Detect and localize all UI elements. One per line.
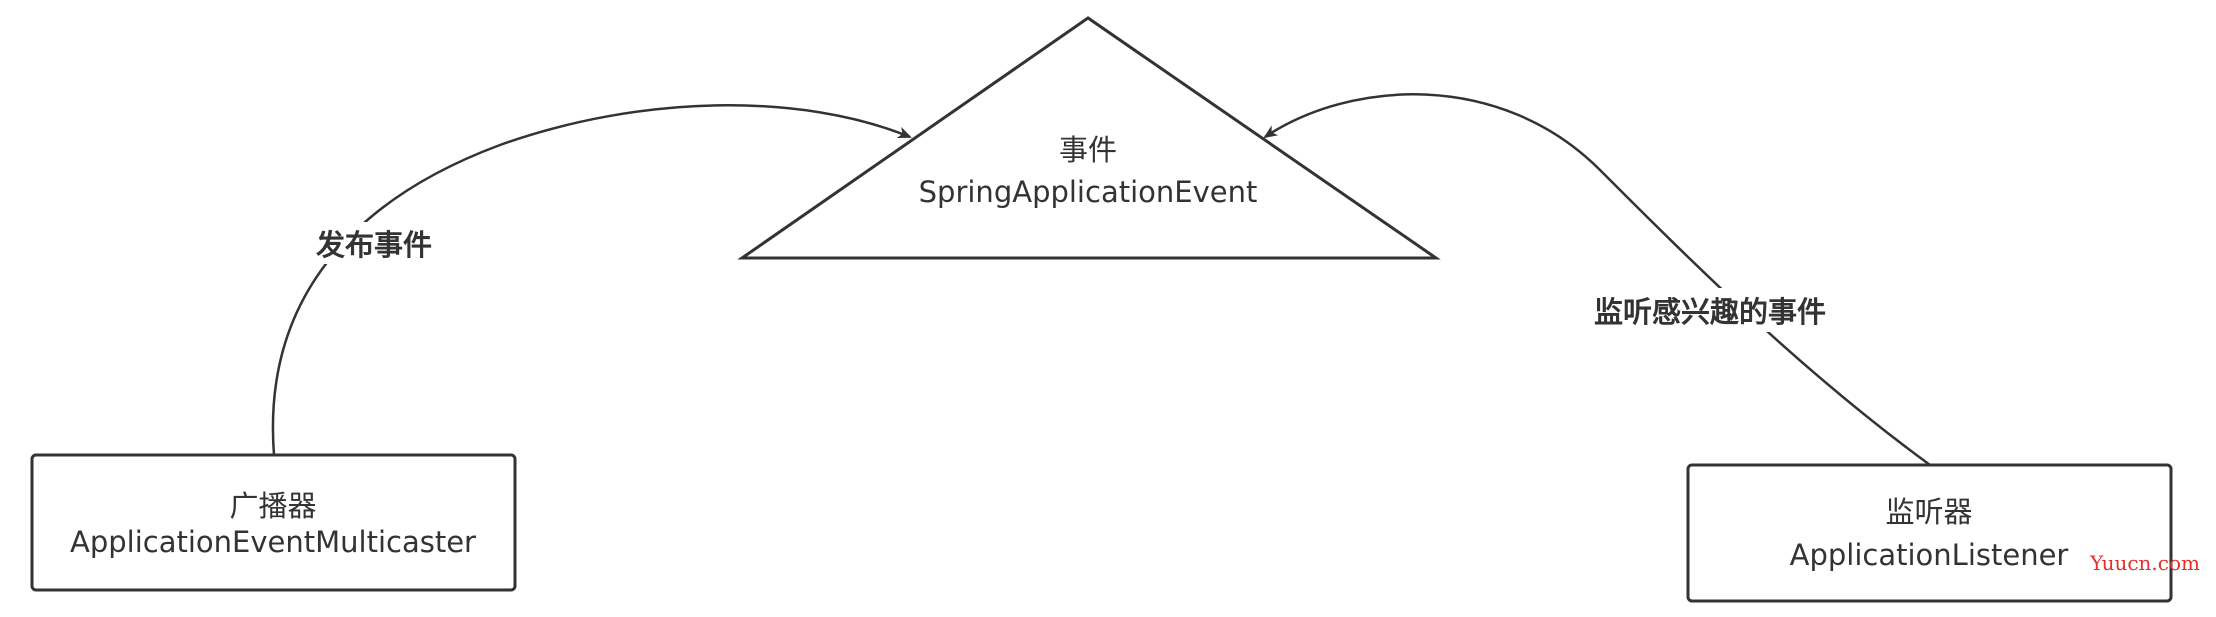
- publish-edge-label-bg: [310, 222, 438, 264]
- listen-edge[interactable]: 监听感兴趣的事件: [1263, 93, 1931, 467]
- event-node[interactable]: 事件 SpringApplicationEvent: [737, 16, 1441, 260]
- listener-node[interactable]: 监听器 ApplicationListener: [1686, 463, 2173, 603]
- event-triangle-shape: [737, 16, 1441, 260]
- listener-title: 监听器: [1885, 495, 1972, 529]
- multicaster-subtitle: ApplicationEventMulticaster: [70, 525, 476, 559]
- listen-edge-line: [1263, 93, 1931, 467]
- publish-edge[interactable]: 发布事件: [271, 104, 912, 456]
- multicaster-title: 广播器: [229, 489, 316, 523]
- listen-edge-label-bg: [1590, 288, 1832, 332]
- publish-edge-label: 发布事件: [315, 228, 432, 262]
- listen-edge-label: 监听感兴趣的事件: [1594, 295, 1826, 329]
- listener-box-shape: [1686, 463, 2173, 603]
- watermark-text: Yuucn.com: [2089, 551, 2200, 575]
- publish-edge-line: [271, 104, 912, 456]
- listener-subtitle: ApplicationListener: [1790, 538, 2069, 572]
- event-subtitle: SpringApplicationEvent: [919, 175, 1258, 209]
- event-title: 事件: [1059, 133, 1117, 167]
- multicaster-node[interactable]: 广播器 ApplicationEventMulticaster: [30, 453, 517, 592]
